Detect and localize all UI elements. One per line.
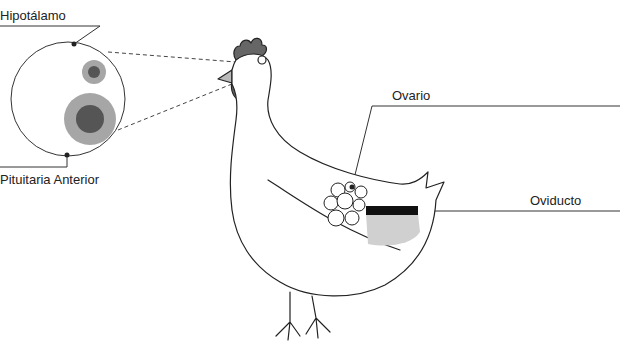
- pituitary-core: [76, 105, 104, 133]
- ovary-follicle: [345, 182, 355, 192]
- leader-line: [0, 155, 67, 167]
- projection-line: [108, 52, 236, 62]
- eye: [258, 56, 266, 64]
- part-label: Pituitaria Anterior: [0, 172, 99, 187]
- ovary-follicle: [345, 211, 359, 225]
- ovary-follicle: [337, 193, 353, 209]
- part-label: Hipotálamo: [0, 8, 66, 23]
- leader-dot: [72, 42, 77, 47]
- ovary-follicle: [353, 199, 365, 211]
- part-label: Ovario: [392, 88, 430, 103]
- oviduct-bar: [366, 206, 418, 215]
- pituitary-shape: [64, 93, 116, 145]
- projection-lines: [108, 52, 236, 130]
- ovary-cluster: [324, 182, 367, 226]
- leader-line: [412, 211, 620, 212]
- leader-line: [352, 106, 620, 187]
- projection-line: [118, 84, 232, 130]
- hypothalamus-shape: [82, 60, 106, 84]
- part-label: Oviducto: [530, 193, 581, 208]
- inset-circle: [11, 42, 125, 156]
- ovary-follicle: [355, 186, 367, 198]
- ovary-follicle: [328, 210, 344, 226]
- chicken: [218, 38, 444, 340]
- leader-dot: [65, 153, 70, 158]
- leg: [306, 296, 330, 338]
- body-outline: [230, 54, 444, 296]
- leg: [276, 292, 300, 340]
- ovary-follicle: [324, 196, 338, 210]
- leader-dot: [350, 185, 355, 190]
- leader-line: [0, 26, 100, 44]
- hypothalamus-core: [88, 66, 100, 78]
- beak: [218, 70, 232, 83]
- oviduct-shape: [366, 214, 420, 246]
